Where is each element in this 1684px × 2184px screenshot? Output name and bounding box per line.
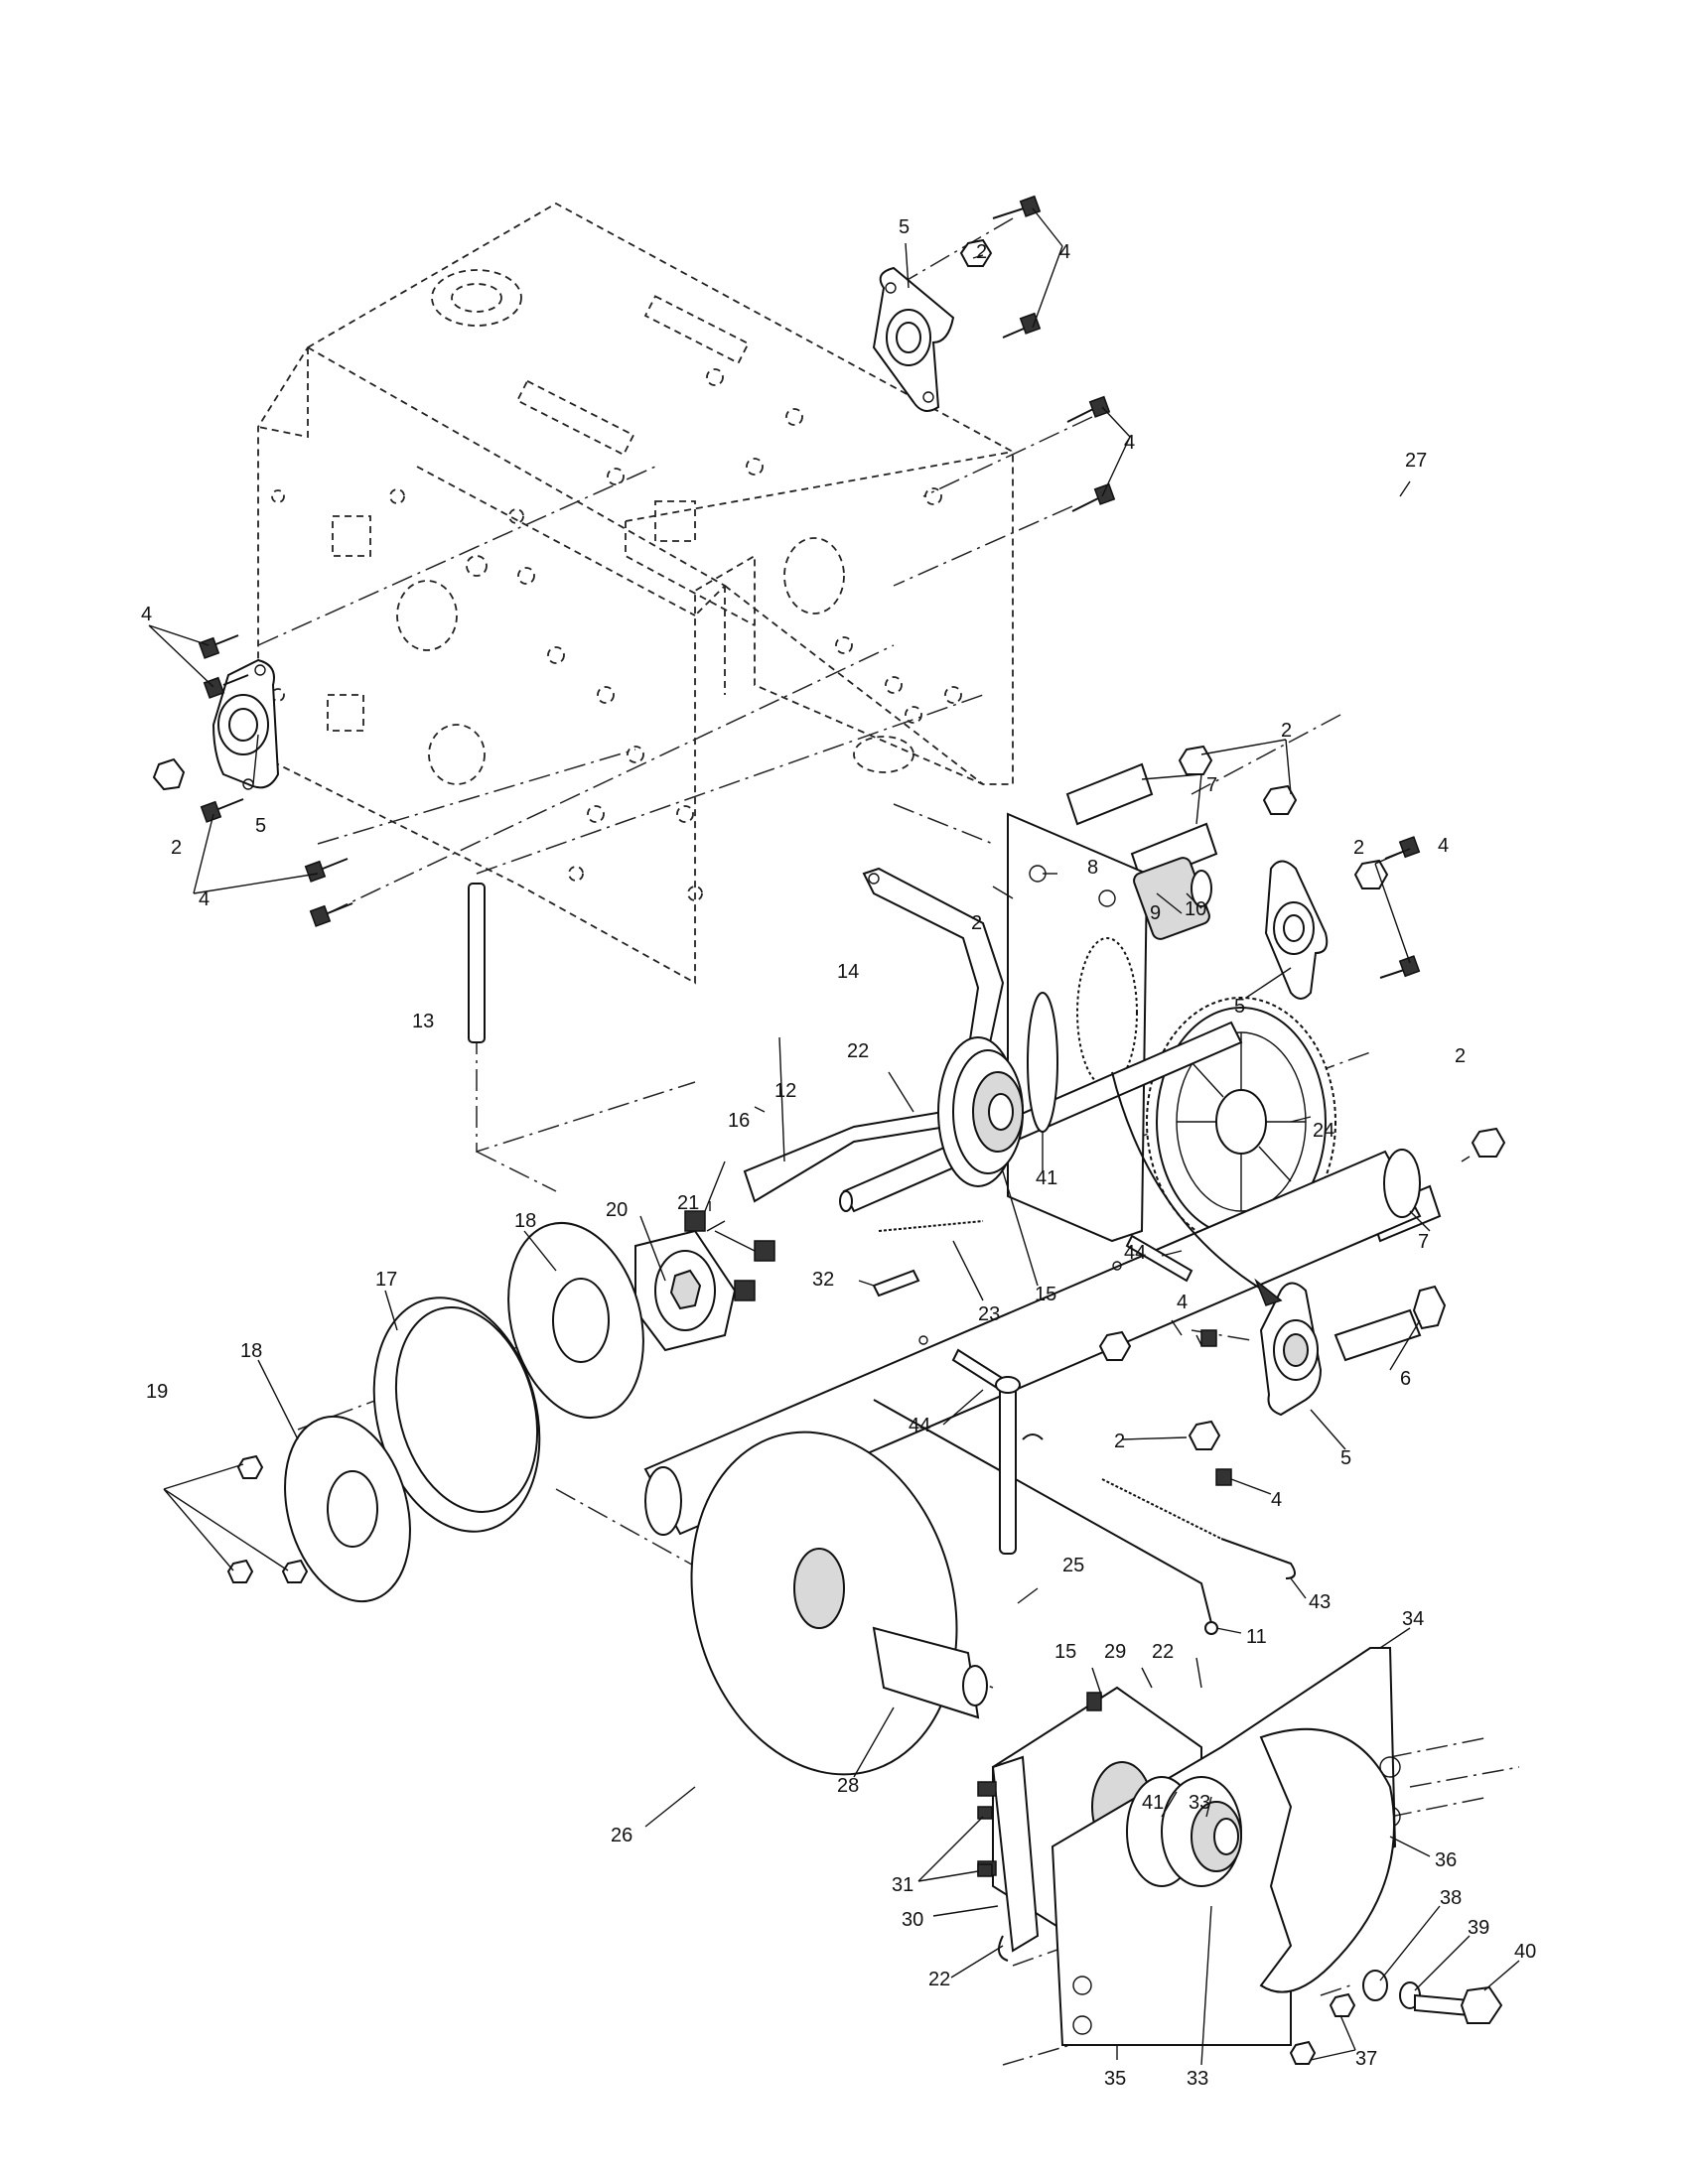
hub-flange-20	[634, 1210, 775, 1352]
callout-31: 31	[892, 1874, 913, 1896]
assembly-arrowhead	[1254, 1278, 1283, 1306]
callout-2: 2	[1353, 837, 1364, 859]
callout-22: 22	[847, 1040, 869, 1062]
pin-25	[995, 1376, 1021, 1555]
callout-4: 4	[1177, 1292, 1188, 1313]
callout-33: 33	[1189, 1792, 1210, 1814]
callout-41: 41	[1036, 1167, 1057, 1189]
callout-2: 2	[1114, 1431, 1125, 1452]
sprocket-9	[1076, 937, 1138, 1088]
callout-17: 17	[375, 1269, 397, 1291]
callout-4: 4	[199, 888, 210, 910]
callout-22: 22	[928, 1969, 950, 1990]
callout-29: 29	[1104, 1641, 1126, 1663]
callout-33: 33	[1187, 2068, 1208, 2090]
callout-19: 19	[146, 1381, 168, 1403]
callout-5: 5	[1340, 1447, 1351, 1469]
callout-44: 44	[1124, 1242, 1146, 1264]
right-bearing-flange-lower	[1098, 1282, 1447, 1486]
callout-13: 13	[412, 1011, 434, 1032]
bearing-33	[1126, 1776, 1242, 1887]
callout-18: 18	[514, 1210, 536, 1232]
callout-labels: 5 2 4 4 4 2 5 4 13 2 7 8 2 4 2 14 9 10 5…	[141, 216, 1536, 2090]
spring-23	[878, 1220, 984, 1232]
shield-36	[1259, 1727, 1395, 1993]
callout-2: 2	[976, 241, 987, 263]
callout-9: 9	[1150, 902, 1161, 924]
callout-5: 5	[255, 815, 266, 837]
callout-30: 30	[902, 1909, 923, 1931]
callout-8: 8	[1087, 857, 1098, 879]
callout-16: 16	[728, 1110, 750, 1132]
callout-18: 18	[240, 1340, 262, 1362]
callout-15: 15	[1035, 1284, 1056, 1305]
callout-28: 28	[837, 1775, 859, 1797]
pinion-gear-10	[1133, 857, 1212, 940]
top-bearing-flange	[872, 266, 955, 412]
callout-4: 4	[1438, 835, 1449, 857]
left-bearing-flange	[211, 658, 280, 790]
callout-35: 35	[1104, 2068, 1126, 2090]
nuts-37	[1289, 1992, 1356, 2065]
callout-38: 38	[1440, 1887, 1462, 1909]
callout-4: 4	[1124, 432, 1135, 454]
callout-37: 37	[1355, 2048, 1377, 2070]
callout-34: 34	[1402, 1608, 1424, 1630]
callout-5: 5	[899, 216, 910, 238]
bolts-31	[977, 1806, 993, 1877]
callout-39: 39	[1468, 1917, 1489, 1939]
callout-11: 11	[1246, 1626, 1267, 1648]
hub-28	[793, 1548, 988, 1719]
clutch-assembly-15	[937, 992, 1058, 1187]
callout-2: 2	[171, 837, 182, 859]
nuts-19	[226, 1454, 309, 1583]
callout-44: 44	[909, 1415, 930, 1436]
callout-40: 40	[1514, 1941, 1536, 1963]
callout-4: 4	[1271, 1489, 1282, 1511]
friction-ring-17	[372, 1297, 541, 1533]
callout-27: 27	[1405, 450, 1427, 472]
callout-10: 10	[1185, 898, 1206, 920]
callout-23: 23	[978, 1303, 1000, 1325]
shift-lever-14	[862, 867, 1005, 1053]
shaft-13	[468, 883, 486, 1043]
right-bearing-flange-upper	[1264, 836, 1421, 1000]
callout-14: 14	[837, 961, 859, 983]
drive-plate-18-lower	[284, 1415, 411, 1603]
callout-2: 2	[1281, 720, 1292, 742]
callout-4: 4	[1059, 241, 1070, 263]
callout-2: 2	[971, 912, 982, 934]
top-bolts	[959, 195, 1116, 512]
callout-6: 6	[1400, 1368, 1411, 1390]
callout-43: 43	[1309, 1591, 1331, 1613]
washers-and-bolt-38-40	[1362, 1970, 1503, 2024]
callout-26: 26	[611, 1825, 632, 1846]
callout-5: 5	[1234, 996, 1245, 1018]
assembly-arrow	[1111, 1071, 1282, 1301]
callout-2: 2	[1455, 1045, 1466, 1067]
callout-7: 7	[1206, 774, 1217, 796]
callout-24: 24	[1313, 1120, 1334, 1142]
callout-12: 12	[774, 1080, 796, 1102]
callout-41: 41	[1142, 1792, 1164, 1814]
callout-25: 25	[1062, 1555, 1084, 1576]
callout-21: 21	[677, 1192, 699, 1214]
leader-lines	[148, 207, 1520, 2066]
callout-7: 7	[1418, 1231, 1429, 1253]
callout-15: 15	[1054, 1641, 1076, 1663]
drive-plate-18-upper	[507, 1221, 644, 1420]
callout-36: 36	[1435, 1849, 1457, 1871]
callout-32: 32	[812, 1269, 834, 1291]
spring-43	[1022, 1433, 1296, 1579]
left-bolts	[152, 634, 353, 927]
callout-4: 4	[141, 604, 152, 625]
callout-22: 22	[1152, 1641, 1174, 1663]
callout-20: 20	[606, 1199, 628, 1221]
